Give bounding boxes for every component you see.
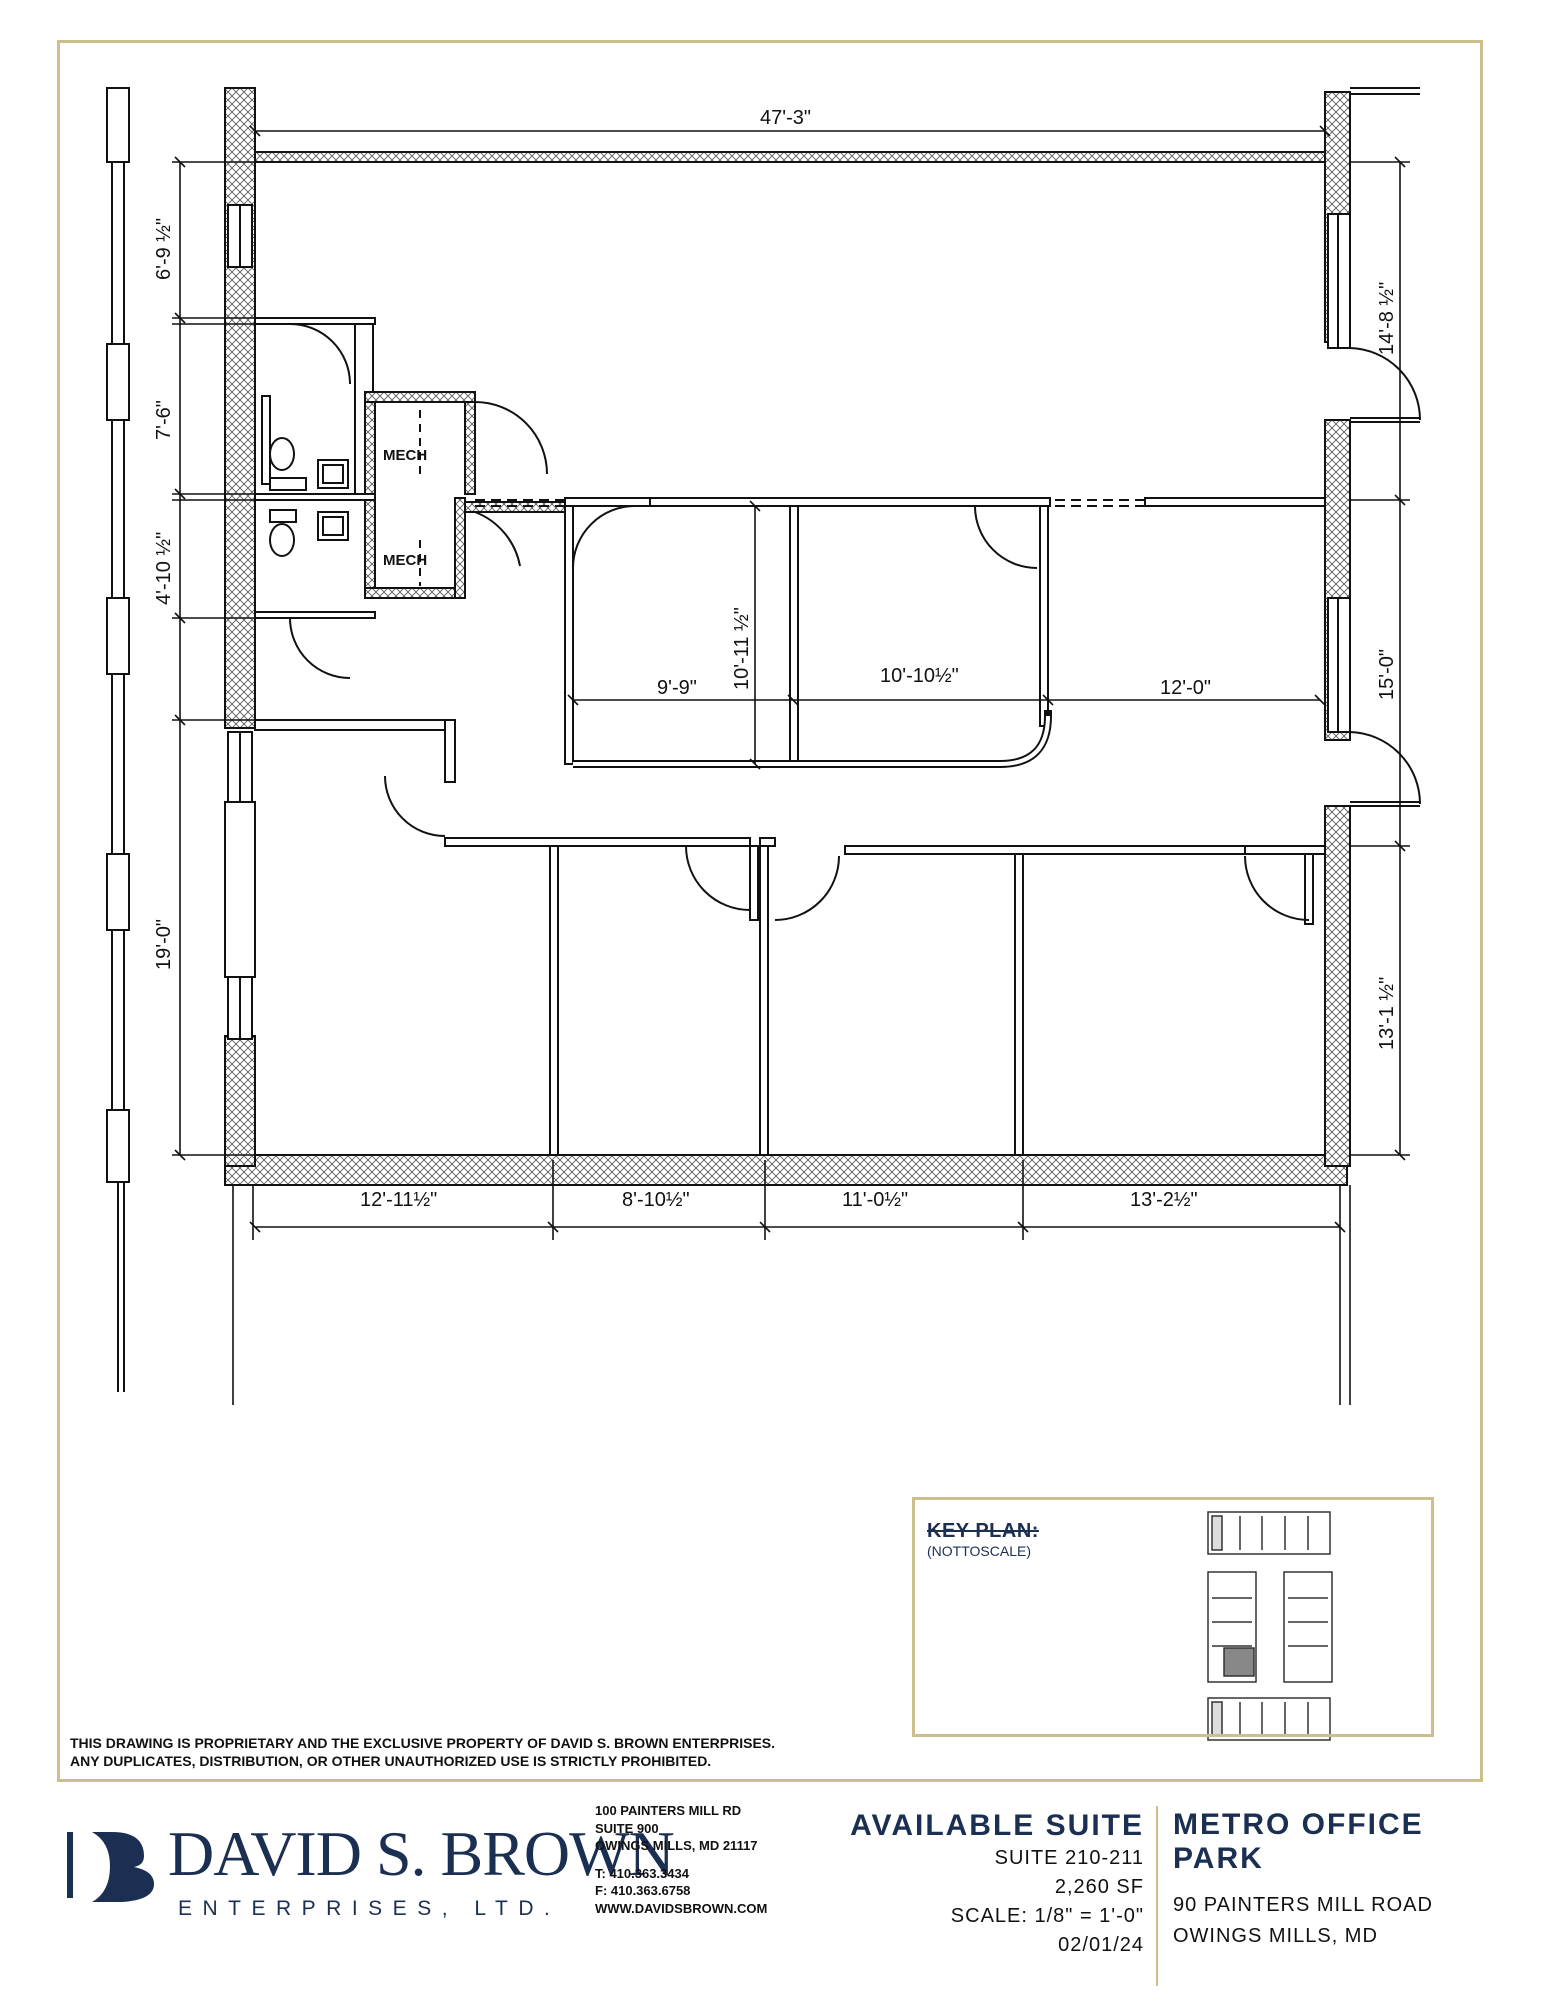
key-plan-subtitle: (NOTTOSCALE) [927, 1543, 1031, 1559]
restroom-core [254, 317, 566, 783]
footer-divider [1156, 1806, 1158, 1986]
property-name-line-2: PARK [1173, 1842, 1264, 1875]
fax-number: F: 410.363.6758 [595, 1883, 691, 1898]
key-plan-map [1207, 1511, 1333, 1741]
dim-bottom-4: 13'-2½" [1130, 1189, 1198, 1211]
dim-left-mid2: 4'-10 ½" [153, 532, 175, 605]
key-plan-title: KEY PLAN: [927, 1520, 1039, 1542]
property-address-1: 90 PAINTERS MILL ROAD [1173, 1894, 1433, 1916]
address-line-1: 100 PAINTERS MILL RD [595, 1803, 742, 1818]
dimension-lines [172, 125, 1410, 1405]
dim-bottom-1: 12'-11½" [360, 1189, 437, 1211]
disclaimer-line-2: ANY DUPLICATES, DISTRIBUTION, OR OTHER U… [70, 1753, 712, 1769]
dim-office-b: 10'-10½" [880, 665, 959, 687]
company-contact: 100 PAINTERS MILL RD SUITE 900 OWINGS MI… [595, 1802, 767, 1917]
address-line-3: OWINGS MILLS, MD 21117 [595, 1838, 758, 1853]
dim-left-top: 6'-9 ½" [153, 218, 175, 280]
dim-left-bottom: 19'-0" [153, 919, 175, 970]
company-logo-icon [67, 1832, 154, 1902]
dim-left-mid1: 7'-6" [153, 400, 175, 440]
dim-bottom-2: 8'-10½" [622, 1189, 690, 1211]
drawing-border [57, 40, 1483, 1782]
website-link[interactable]: WWW.DAVIDSBROWN.COM [595, 1900, 768, 1916]
property-address-2: OWINGS MILLS, MD [1173, 1925, 1378, 1947]
dim-bottom-3: 11'-0½" [842, 1189, 908, 1211]
suite-area: 2,260 SF [1054, 1876, 1144, 1898]
address-line-2: SUITE 900 [595, 1820, 659, 1836]
company-subtitle: ENTERPRISES, LTD. [178, 1897, 561, 1920]
mech-room-1-label: MECH [383, 447, 427, 464]
dim-right-top: 14'-8 ½" [1376, 282, 1398, 355]
disclaimer: THIS DRAWING IS PROPRIETARY AND THE EXCL… [70, 1734, 775, 1770]
exterior-window-strip [106, 87, 130, 1392]
suite-scale: SCALE: 1/8" = 1'-0" [950, 1905, 1144, 1927]
wall-windows [224, 87, 1420, 1040]
dim-office-a: 9'-9" [657, 677, 697, 699]
exterior-walls [224, 87, 1351, 1186]
dim-office-depth: 10'-11 ½" [731, 607, 753, 690]
lower-offices [384, 775, 1326, 1156]
mech-room-2-label: MECH [383, 552, 427, 569]
exterior-doors [1349, 347, 1421, 807]
suite-title: AVAILABLE SUITE [850, 1809, 1144, 1842]
dim-top-width: 47'-3" [760, 107, 811, 129]
suite-number: SUITE 210-211 [994, 1847, 1144, 1869]
dim-right-bottom: 13'-1 ½" [1376, 977, 1398, 1050]
key-plan: KEY PLAN: (NOTTOSCALE) [912, 1497, 1434, 1737]
suite-date: 02/01/24 [1058, 1934, 1144, 1956]
suite-info: AVAILABLE SUITE SUITE 210-211 2,260 SF S… [780, 1808, 1144, 1960]
middle-offices [475, 497, 1326, 768]
phone-number: T: 410.363.3434 [595, 1865, 689, 1881]
dim-right-mid: 15'-0" [1376, 649, 1398, 700]
key-plan-highlight [1223, 1647, 1255, 1677]
company-name: DAVID S. BROWN [168, 1818, 675, 1889]
property-name-line-1: METRO OFFICE [1173, 1808, 1424, 1841]
disclaimer-line-1: THIS DRAWING IS PROPRIETARY AND THE EXCL… [70, 1735, 776, 1751]
property-info: METRO OFFICE PARK 90 PAINTERS MILL ROAD … [1173, 1808, 1503, 1952]
dim-office-c: 12'-0" [1160, 677, 1211, 699]
